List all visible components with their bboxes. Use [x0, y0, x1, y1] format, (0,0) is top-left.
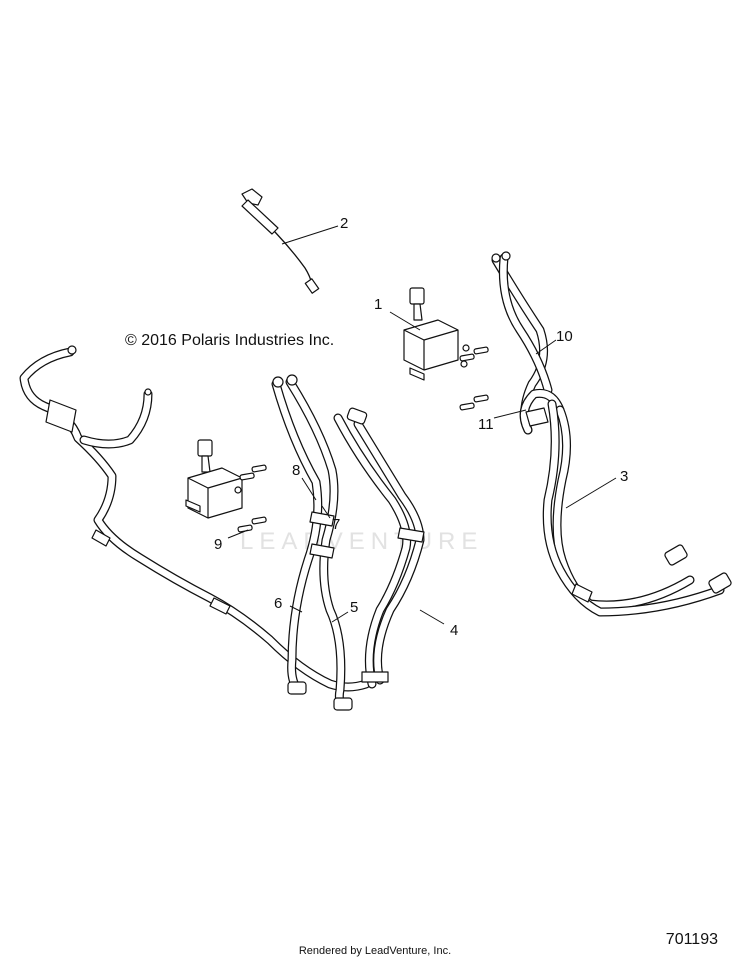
callout-6: 6 — [274, 595, 282, 612]
cable-5 — [285, 377, 353, 711]
cable-8-7-clamps — [272, 374, 335, 559]
cable-10 — [491, 251, 553, 435]
cable-4 — [333, 407, 425, 689]
callout-7: 7 — [332, 516, 340, 533]
part-9-screws — [237, 464, 267, 533]
figure-number: 701193 — [665, 931, 718, 948]
part-1-solenoid — [403, 287, 470, 381]
leader-lines — [227, 225, 617, 625]
callout-1: 1 — [374, 296, 382, 313]
watermark-text: LEADVENTURE — [240, 528, 484, 555]
callout-10: 10 — [556, 328, 573, 345]
callout-2: 2 — [340, 215, 348, 232]
cable-3 — [542, 399, 732, 617]
callout-3: 3 — [620, 468, 628, 485]
callout-4: 4 — [450, 622, 458, 639]
callout-9: 9 — [214, 536, 222, 553]
footer-credit: Rendered by LeadVenture, Inc. — [298, 945, 452, 957]
copyright-notice: © 2016 Polaris Industries Inc. — [125, 332, 335, 349]
part-9-solenoid — [185, 439, 243, 519]
part-2-sensor-harness — [241, 188, 320, 294]
callout-8: 8 — [292, 462, 300, 479]
part-1-screws — [459, 346, 489, 411]
callout-11: 11 — [478, 416, 494, 433]
cable-6 — [271, 379, 323, 695]
callout-5: 5 — [350, 599, 358, 616]
